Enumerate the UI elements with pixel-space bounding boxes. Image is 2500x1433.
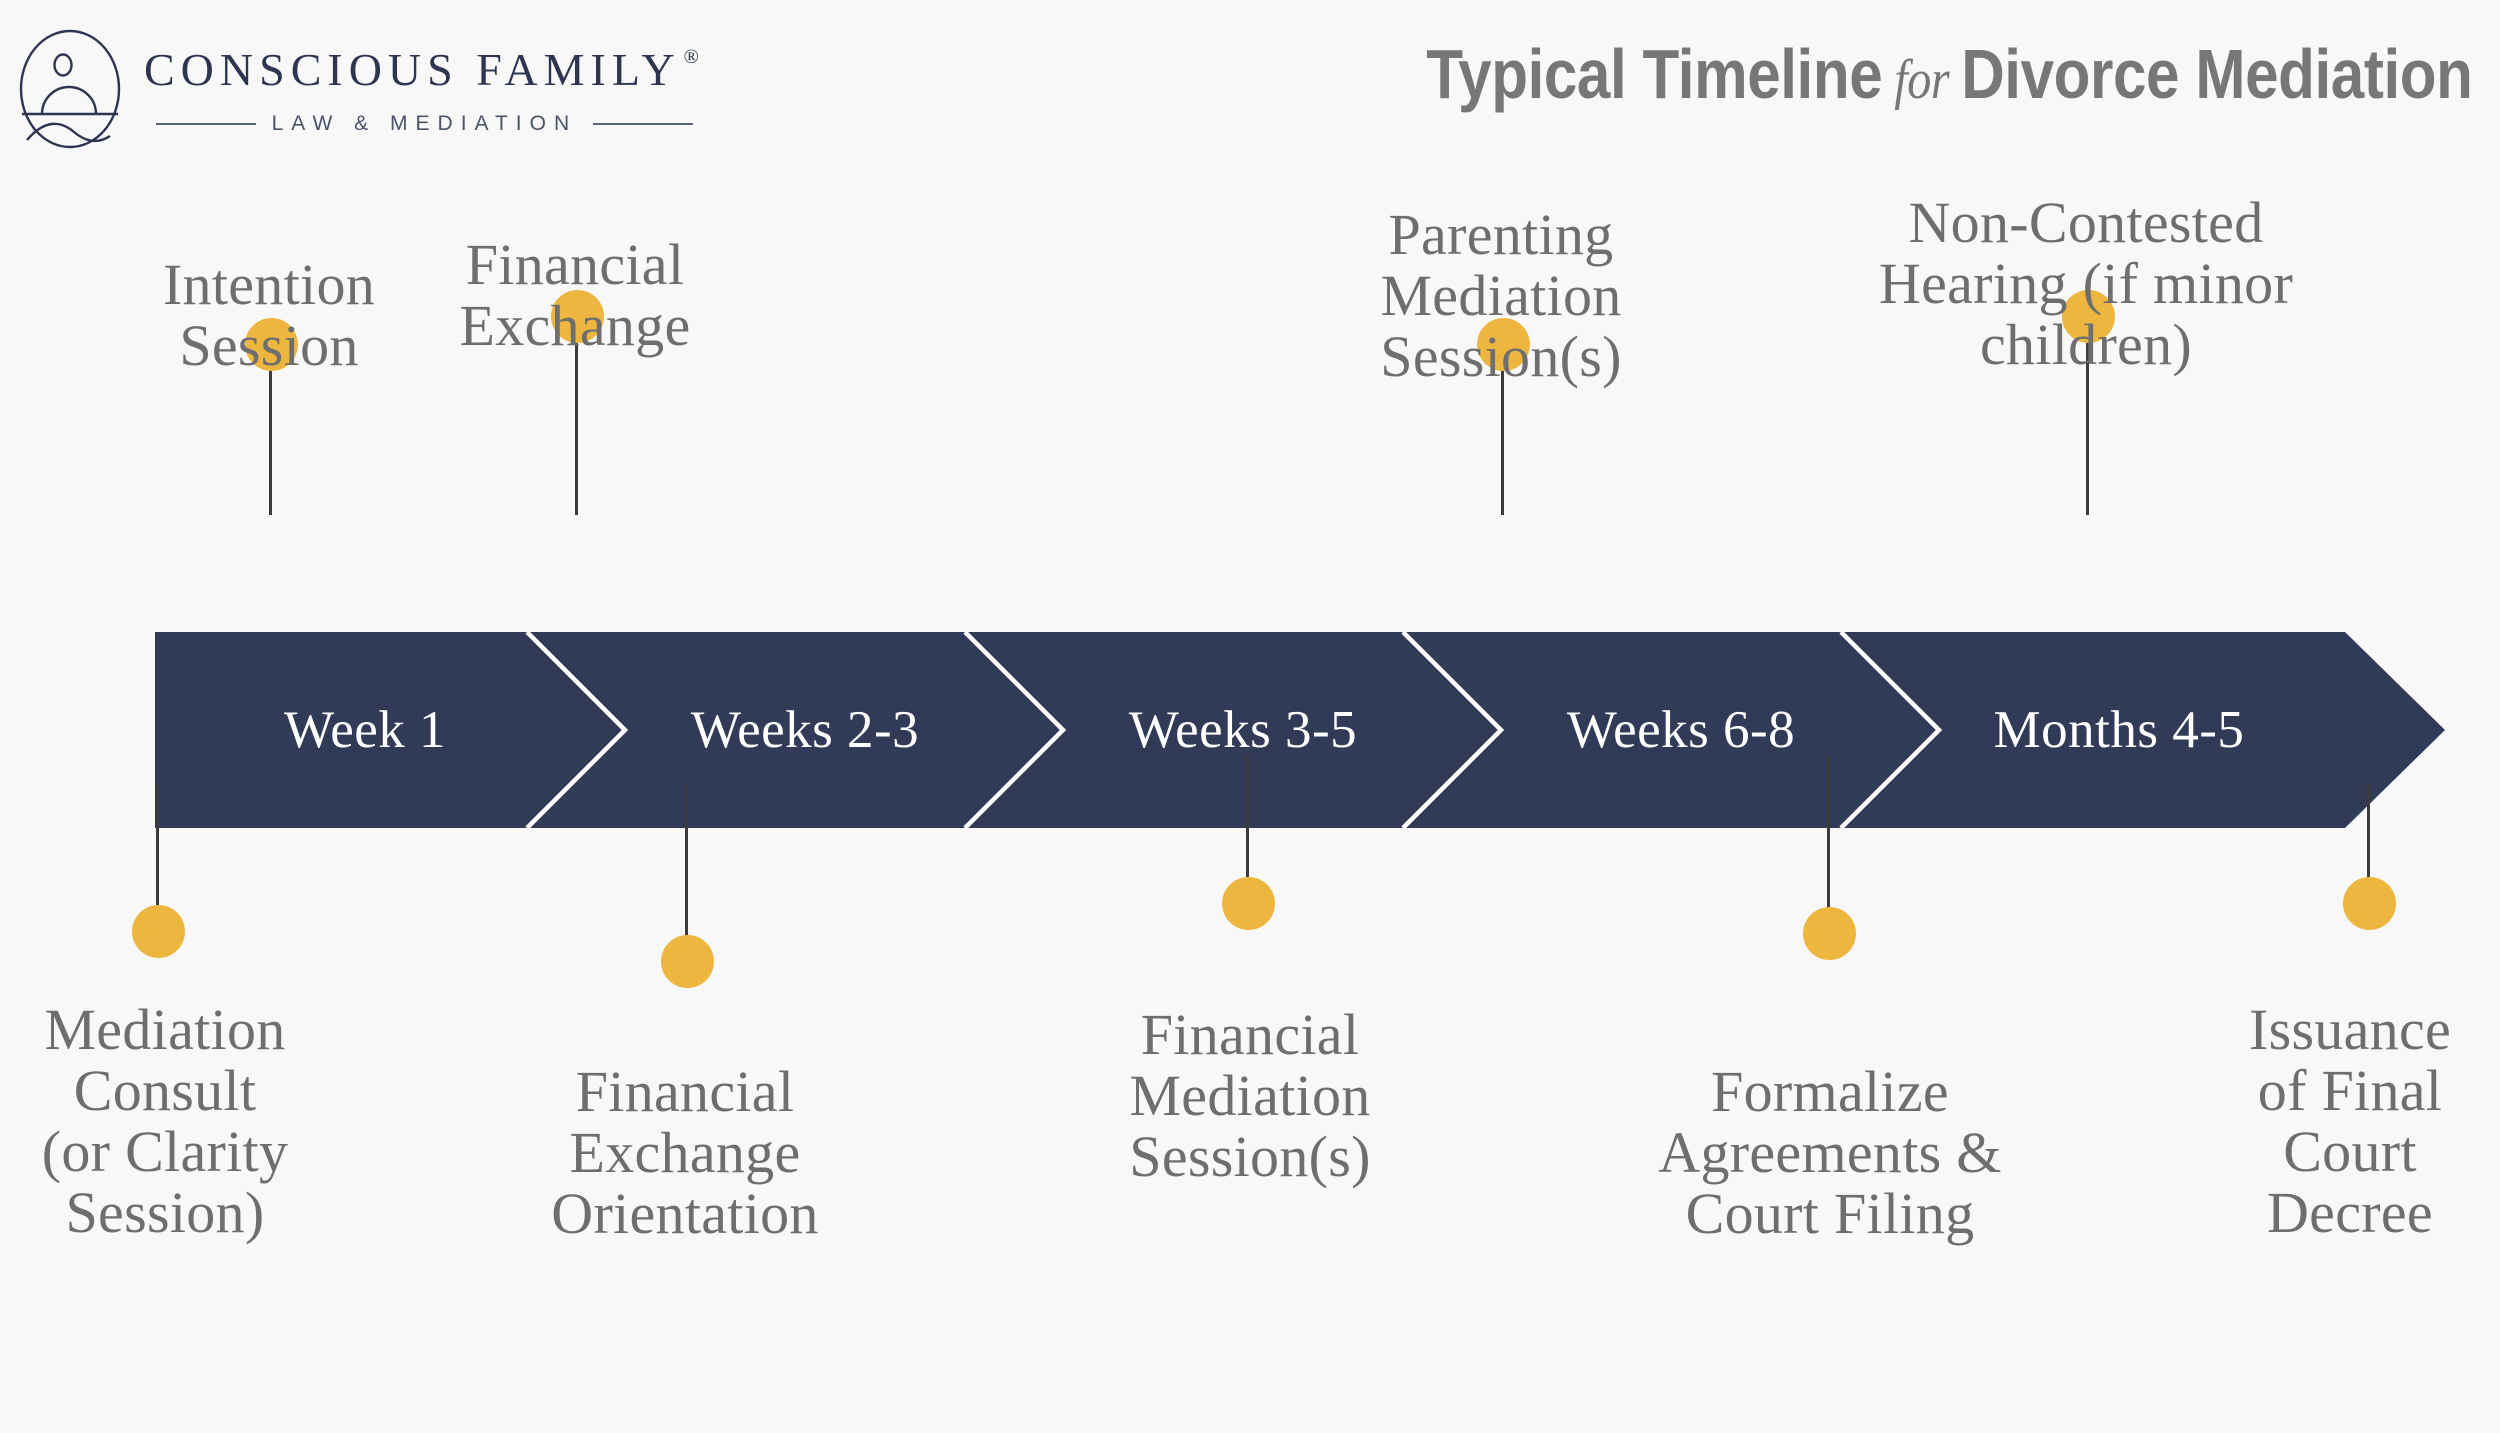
milestone-below-label-5: Issuance of Final Court Decree bbox=[2248, 997, 2452, 1245]
page-title-part2: Divorce Mediation bbox=[1960, 35, 2473, 113]
dot-below-3 bbox=[1222, 877, 1275, 930]
milestone-below-label-4: Formalize Agreements & Court Filing bbox=[1658, 1059, 2002, 1246]
brand-wordmark: CONSCIOUS FAMILY ® LAW & MEDIATION bbox=[144, 43, 705, 136]
page-title-connector: for bbox=[1893, 49, 1949, 111]
milestone-above-label-2: Financial Exchange bbox=[459, 232, 691, 358]
stem-below-4 bbox=[1827, 755, 1830, 913]
dot-below-5 bbox=[2343, 877, 2396, 930]
divider-left bbox=[155, 122, 256, 125]
brand-tagline-row: LAW & MEDIATION bbox=[144, 112, 705, 136]
milestone-above-label-1: Intention Session bbox=[162, 252, 376, 378]
page-title-part1: Typical Timeline bbox=[1425, 35, 1882, 113]
dot-below-1 bbox=[132, 905, 185, 958]
page-title: Typical Timeline for Divorce Mediation bbox=[1425, 34, 2473, 114]
stem-below-3 bbox=[1246, 755, 1249, 883]
divider-right bbox=[593, 122, 694, 125]
brand-logo: CONSCIOUS FAMILY ® LAW & MEDIATION bbox=[18, 28, 705, 150]
timeline-bar-shape bbox=[155, 632, 2445, 828]
registered-mark: ® bbox=[683, 45, 705, 68]
milestone-above-label-4: Non-Contested Hearing (if minor children… bbox=[1878, 190, 2294, 377]
stem-below-1 bbox=[156, 783, 159, 911]
stem-above-2 bbox=[575, 340, 578, 515]
stem-above-4 bbox=[2086, 340, 2089, 515]
header: CONSCIOUS FAMILY ® LAW & MEDIATION Typic… bbox=[0, 0, 2500, 170]
dot-above-4 bbox=[2062, 290, 2115, 343]
brand-name-text: CONSCIOUS FAMILY bbox=[144, 43, 681, 95]
milestone-below-label-3: Financial Mediation Session(s) bbox=[1129, 1002, 1371, 1189]
dot-above-2 bbox=[551, 290, 604, 343]
stem-below-2 bbox=[685, 783, 688, 941]
timeline-bar: Week 1 Weeks 2-3 Weeks 3-5 Weeks 6-8 Mon… bbox=[155, 632, 2445, 828]
milestone-above-label-3: Parenting Mediation Session(s) bbox=[1380, 202, 1622, 389]
stem-above-1 bbox=[269, 370, 272, 515]
stem-above-3 bbox=[1501, 370, 1504, 515]
milestone-below-label-1: Mediation Consult (or Clarity Session) bbox=[41, 997, 289, 1245]
stem-below-5 bbox=[2367, 783, 2370, 911]
dot-above-3 bbox=[1477, 318, 1530, 371]
dot-above-1 bbox=[245, 318, 298, 371]
brand-name: CONSCIOUS FAMILY ® bbox=[144, 43, 705, 96]
oval-sun-mountain-emblem-icon bbox=[19, 29, 121, 149]
dot-below-4 bbox=[1803, 907, 1856, 960]
milestone-below-label-2: Financial Exchange Orientation bbox=[551, 1059, 819, 1246]
brand-tagline: LAW & MEDIATION bbox=[271, 111, 578, 135]
dot-below-2 bbox=[661, 935, 714, 988]
